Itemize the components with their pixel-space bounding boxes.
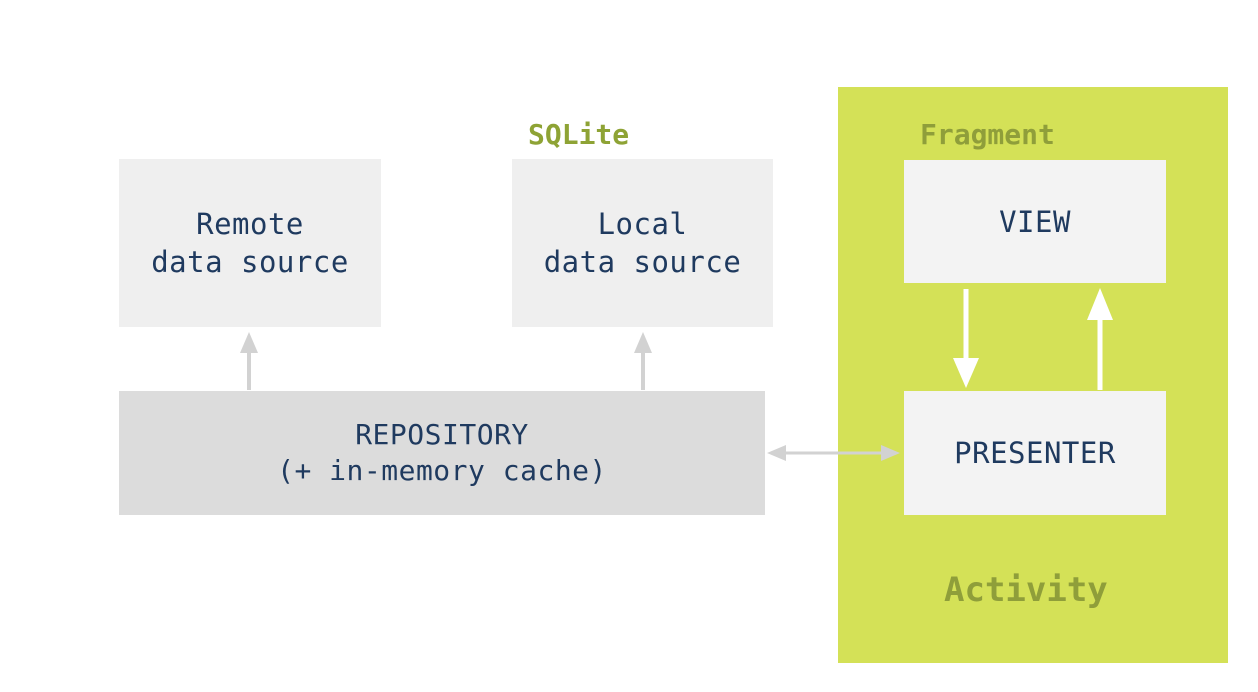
view-box-label: VIEW: [999, 204, 1071, 239]
local-box-line-1: Local: [597, 207, 688, 241]
repository-side-arrowhead: [767, 445, 786, 461]
local-box-line-2: data source: [543, 245, 742, 279]
fragment-label: Fragment: [920, 118, 1055, 151]
sqlite-label: SQLite: [528, 118, 630, 151]
remote-box-line-2: data source: [151, 245, 349, 279]
repository-to-remote-arrowhead: [240, 332, 258, 353]
presenter-box-label: PRESENTER: [954, 436, 1116, 470]
local-data-source-box: Local data source: [512, 159, 773, 327]
remote-box-line-1: Remote: [196, 207, 304, 241]
activity-label: Activity: [944, 570, 1108, 610]
remote-data-source-box: Remote data source: [119, 159, 381, 327]
presenter-box: PRESENTER: [904, 391, 1166, 515]
repository-to-local-arrowhead: [634, 332, 652, 353]
repository-box: REPOSITORY (+ in-memory cache): [119, 391, 765, 515]
repository-box-line-2: (+ in-memory cache): [277, 454, 607, 487]
repository-box-line-1: REPOSITORY: [355, 418, 529, 451]
view-box: VIEW: [904, 160, 1166, 283]
